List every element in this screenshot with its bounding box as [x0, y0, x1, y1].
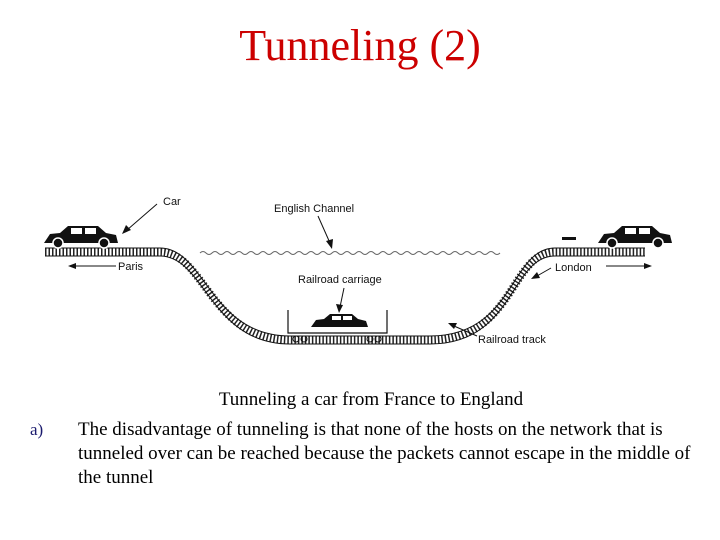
- london-pointer-arrow-icon: [531, 267, 552, 279]
- car-label: Car: [163, 196, 181, 208]
- tunnel-diagram: Car English Channel Paris London Railroa…: [44, 196, 672, 346]
- car-icon-left: [44, 226, 118, 249]
- carriage-pointer-arrow-icon: [336, 287, 345, 313]
- bullet-text: The disadvantage of tunneling is that no…: [78, 419, 691, 488]
- car-icon-right: [598, 226, 672, 249]
- railroad-track: [45, 248, 645, 344]
- dash-mark: [562, 237, 576, 240]
- paris-arrow-icon: [68, 263, 116, 269]
- carriage-label: Railroad carriage: [298, 274, 382, 286]
- london-label: London: [555, 262, 592, 274]
- track-pointer-arrow-icon: [448, 323, 478, 337]
- paris-label: Paris: [118, 261, 144, 273]
- channel-label: English Channel: [274, 203, 354, 215]
- car-pointer-arrow-icon: [122, 203, 158, 234]
- channel-water: [199, 251, 501, 255]
- slide-title: Tunneling (2): [239, 21, 481, 70]
- london-arrow-icon: [606, 263, 652, 269]
- track-label: Railroad track: [478, 334, 546, 346]
- railroad-carriage: [287, 310, 388, 343]
- bullet-marker: a): [30, 420, 44, 439]
- channel-pointer-arrow-icon: [317, 215, 333, 249]
- figure-caption: Tunneling a car from France to England: [218, 389, 524, 410]
